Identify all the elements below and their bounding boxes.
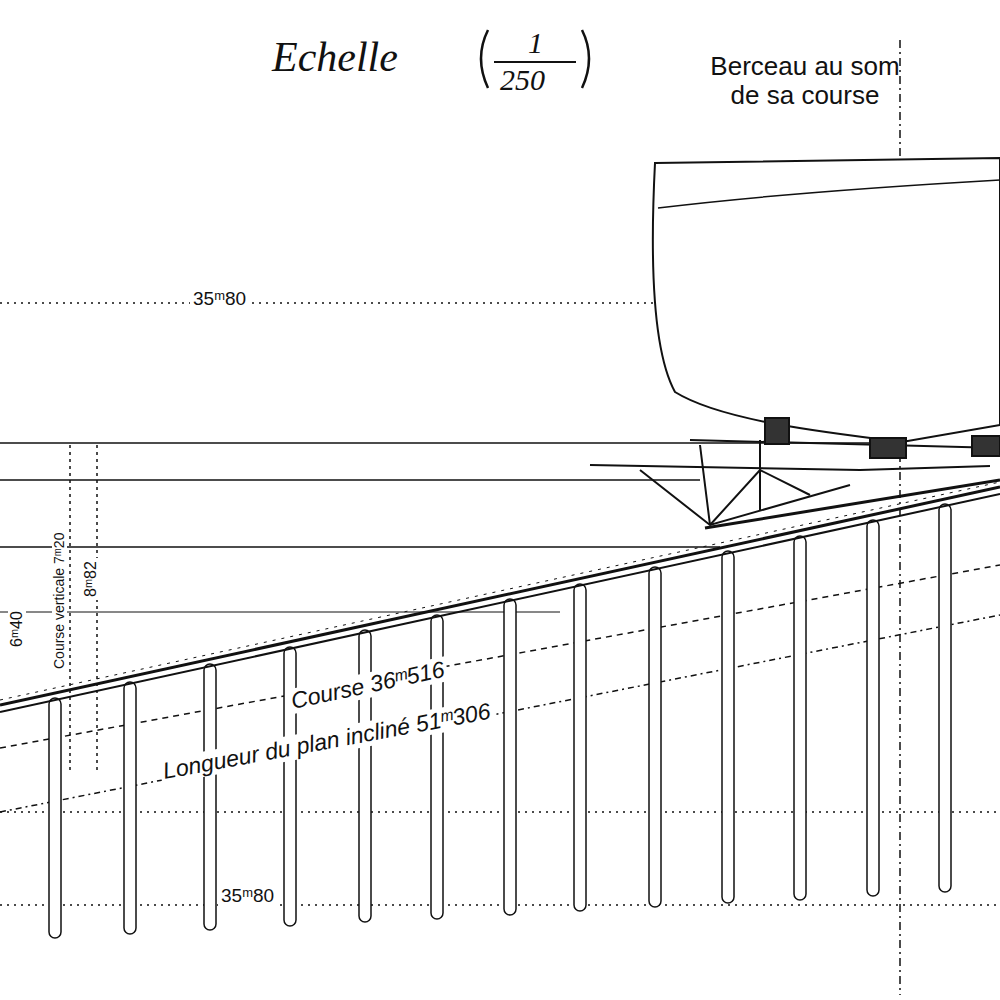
- piles: [49, 504, 951, 938]
- pile: [204, 664, 216, 930]
- cradle-beam: [590, 465, 990, 470]
- rail: [0, 494, 1000, 712]
- pile: [794, 536, 806, 900]
- parenthesis: [481, 30, 488, 88]
- deck-line: [658, 180, 1000, 208]
- level-line: [0, 546, 720, 548]
- pile: [867, 520, 879, 896]
- cradle: [590, 418, 1000, 528]
- pile: [124, 682, 136, 934]
- keel-block: [972, 436, 1000, 456]
- pile: [504, 599, 516, 915]
- pile: [939, 504, 951, 892]
- scale-title: Echelle: [272, 34, 398, 80]
- keel-block: [765, 418, 789, 444]
- dimension-label: 35ᵐ80: [218, 886, 277, 907]
- dimension-line: [0, 904, 1000, 906]
- rail: [0, 487, 1000, 705]
- dimension-line: [0, 811, 1000, 813]
- dimension-label: 8ᵐ82: [82, 558, 100, 600]
- parenthesis: [582, 30, 589, 88]
- ship-hull: [653, 158, 1000, 442]
- scale-numerator: 1: [528, 26, 543, 59]
- dimension-line: [96, 445, 98, 770]
- pile: [649, 567, 661, 907]
- pile: [722, 551, 734, 903]
- cradle-beam: [690, 440, 1000, 448]
- dimension-label: Course verticale 7ᵐ20: [52, 530, 67, 672]
- cradle-note: Berceau au som de sa course: [700, 52, 910, 109]
- sleepers: [0, 482, 1000, 700]
- level-line: [0, 479, 700, 481]
- pile: [49, 698, 61, 938]
- level-line: [0, 612, 560, 613]
- fraction-bar: [494, 61, 576, 63]
- pile: [574, 584, 586, 911]
- cradle-truss: [640, 470, 850, 525]
- travel-line: [0, 565, 1000, 748]
- incline-line: [0, 615, 1000, 812]
- dimension-lines: [0, 40, 1000, 995]
- hull-outline: [653, 158, 1000, 442]
- cradle-runner: [705, 480, 1000, 528]
- scale-denominator: 250: [500, 63, 545, 96]
- keel-block: [870, 438, 906, 458]
- rail-track: [0, 482, 1000, 712]
- dimension-label: 6ᵐ40: [8, 608, 26, 650]
- dimension-label: 35ᵐ80: [190, 289, 249, 310]
- dimension-line: [69, 445, 71, 770]
